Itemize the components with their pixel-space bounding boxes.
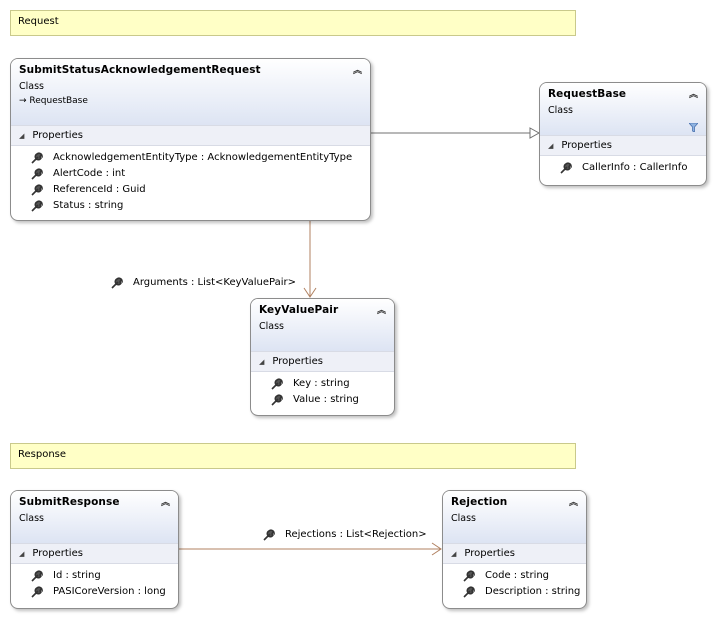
- wrench-icon: [271, 394, 283, 406]
- property-row[interactable]: Status : string: [29, 198, 370, 214]
- properties-section-header[interactable]: ◢ Properties: [443, 543, 586, 564]
- property-text: Status : string: [53, 200, 124, 211]
- funnel-icon[interactable]: [689, 123, 698, 132]
- request-note[interactable]: Request: [10, 10, 576, 36]
- wrench-icon: [263, 529, 275, 541]
- wrench-icon: [31, 586, 43, 598]
- submit-response-class-box[interactable]: SubmitResponse Class ︽ ◢ Properties Id : …: [10, 490, 179, 609]
- wrench-icon: [31, 168, 43, 180]
- properties-section-header[interactable]: ◢ Properties: [11, 543, 178, 564]
- wrench-icon: [31, 200, 43, 212]
- class-header: Rejection Class ︽: [443, 491, 586, 543]
- property-row[interactable]: Description : string: [461, 584, 586, 600]
- property-row[interactable]: CallerInfo : CallerInfo: [558, 160, 706, 176]
- class-name: SubmitResponse: [19, 496, 120, 508]
- class-name: Rejection: [451, 496, 508, 508]
- property-row[interactable]: Code : string: [461, 568, 586, 584]
- member-list: Code : string Description : string: [443, 564, 586, 606]
- response-note[interactable]: Response: [10, 443, 576, 469]
- wrench-icon: [463, 586, 475, 598]
- triangle-down-icon: ◢: [19, 550, 25, 558]
- section-label: Properties: [32, 548, 83, 559]
- key-value-pair-class-box[interactable]: KeyValuePair Class ︽ ◢ Properties Key : s…: [250, 298, 395, 416]
- class-name: SubmitStatusAcknowledgementRequest: [19, 64, 261, 76]
- triangle-down-icon: ◢: [19, 132, 25, 140]
- double-chevron-up-icon[interactable]: ︽: [568, 498, 578, 508]
- rejection-class-box[interactable]: Rejection Class ︽ ◢ Properties Code : str…: [442, 490, 587, 609]
- wrench-icon: [31, 152, 43, 164]
- request-note-text: Request: [18, 16, 59, 27]
- wrench-icon: [111, 277, 123, 289]
- properties-section-header[interactable]: ◢ Properties: [251, 351, 394, 372]
- properties-section-header[interactable]: ◢ Properties: [540, 135, 706, 156]
- request-base-class-box[interactable]: RequestBase Class ︽ ◢ Properties CallerIn…: [539, 82, 707, 186]
- wrench-icon: [31, 570, 43, 582]
- triangle-down-icon: ◢: [259, 358, 265, 366]
- class-stereotype: Class: [451, 513, 476, 524]
- arguments-arrowhead: [303, 287, 317, 298]
- property-text: AcknowledgementEntityType : Acknowledgem…: [53, 152, 353, 163]
- double-chevron-up-icon[interactable]: ︽: [376, 306, 386, 316]
- property-row[interactable]: AlertCode : int: [29, 166, 370, 182]
- class-name: RequestBase: [548, 88, 627, 100]
- wrench-icon: [31, 184, 43, 196]
- wrench-icon: [463, 570, 475, 582]
- double-chevron-up-icon[interactable]: ︽: [688, 90, 698, 100]
- property-text: Id : string: [53, 570, 101, 581]
- property-text: AlertCode : int: [53, 168, 126, 179]
- properties-section-header[interactable]: ◢ Properties: [11, 125, 370, 146]
- inheritance-label: → RequestBase: [19, 96, 362, 106]
- property-text: Key : string: [293, 378, 350, 389]
- class-stereotype: Class: [19, 513, 44, 524]
- section-label: Properties: [464, 548, 515, 559]
- wrench-icon: [560, 162, 572, 174]
- triangle-down-icon: ◢: [451, 550, 457, 558]
- double-chevron-up-icon[interactable]: ︽: [352, 66, 362, 76]
- double-chevron-up-icon[interactable]: ︽: [160, 498, 170, 508]
- triangle-down-icon: ◢: [548, 142, 554, 150]
- class-name: KeyValuePair: [259, 304, 339, 316]
- property-text: Description : string: [485, 586, 581, 597]
- class-header: RequestBase Class ︽: [540, 83, 706, 135]
- association-text: Arguments : List<KeyValuePair>: [133, 277, 296, 288]
- property-row[interactable]: Id : string: [29, 568, 178, 584]
- property-row[interactable]: PASICoreVersion : long: [29, 584, 178, 600]
- class-header: SubmitResponse Class ︽: [11, 491, 178, 543]
- rejections-arrowhead: [431, 542, 442, 556]
- property-row[interactable]: Value : string: [269, 392, 394, 408]
- member-list: Id : string PASICoreVersion : long: [11, 564, 178, 606]
- property-text: CallerInfo : CallerInfo: [582, 162, 688, 173]
- section-label: Properties: [561, 140, 612, 151]
- response-note-text: Response: [18, 449, 67, 460]
- property-row[interactable]: AcknowledgementEntityType : Acknowledgem…: [29, 150, 370, 166]
- base-class-name: RequestBase: [29, 96, 88, 106]
- property-row[interactable]: Key : string: [269, 376, 394, 392]
- rejections-association-label[interactable]: Rejections : List<Rejection>: [263, 529, 427, 541]
- section-label: Properties: [272, 356, 323, 367]
- member-list: AcknowledgementEntityType : Acknowledgem…: [11, 146, 370, 220]
- class-stereotype: Class: [19, 81, 44, 92]
- property-text: Code : string: [485, 570, 550, 581]
- member-list: CallerInfo : CallerInfo: [540, 156, 706, 182]
- wrench-icon: [271, 378, 283, 390]
- inheritance-arrowhead: [529, 127, 541, 139]
- arguments-association-label[interactable]: Arguments : List<KeyValuePair>: [111, 277, 296, 289]
- property-text: PASICoreVersion : long: [53, 586, 166, 597]
- member-list: Key : string Value : string: [251, 372, 394, 414]
- property-row[interactable]: ReferenceId : Guid: [29, 182, 370, 198]
- class-header: KeyValuePair Class ︽: [251, 299, 394, 351]
- class-stereotype: Class: [548, 105, 573, 116]
- association-text: Rejections : List<Rejection>: [285, 529, 427, 540]
- section-label: Properties: [32, 130, 83, 141]
- property-text: ReferenceId : Guid: [53, 184, 146, 195]
- class-stereotype: Class: [259, 321, 284, 332]
- class-header: SubmitStatusAcknowledgementRequest Class…: [11, 59, 370, 125]
- property-text: Value : string: [293, 394, 359, 405]
- arrow-right-icon: →: [19, 96, 27, 106]
- submit-status-class-box[interactable]: SubmitStatusAcknowledgementRequest Class…: [10, 58, 371, 221]
